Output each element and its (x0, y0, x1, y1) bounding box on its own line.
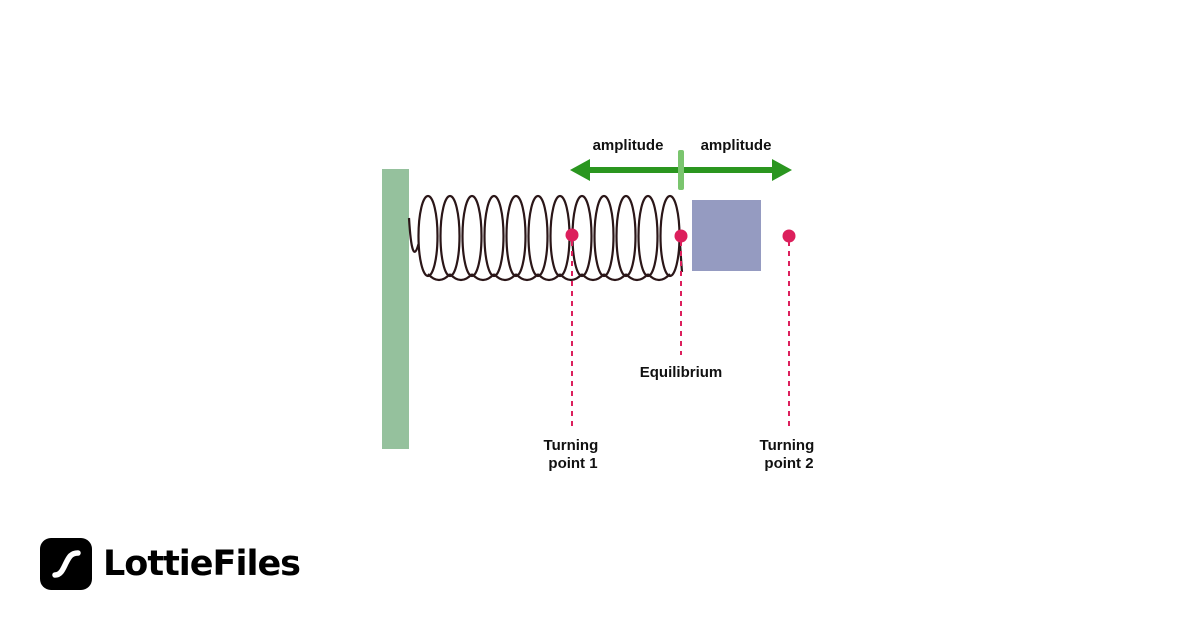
position-guides (571, 241, 790, 431)
turning-point-2-label-line2: point 2 (764, 455, 813, 472)
amplitude-right-label: amplitude (701, 137, 772, 154)
lottie-logo-icon (40, 538, 92, 590)
equilibrium-tick (678, 150, 684, 190)
wall (382, 169, 409, 449)
turning-point-1-label-line1: Turning (544, 437, 599, 454)
turning-point-1-label-line2: point 1 (548, 455, 597, 472)
spring-loop (505, 194, 527, 278)
turning-point-2-label: Turning point 2 (760, 437, 819, 472)
lottiefiles-brand: LottieFiles (40, 538, 301, 590)
spring-loop (461, 194, 483, 278)
spring-loop (439, 194, 461, 278)
spring-loop (637, 194, 659, 278)
arrow-head-right-icon (772, 159, 792, 181)
spring-loop (615, 194, 637, 278)
spring-loop (483, 194, 505, 278)
arrow-head-left-icon (570, 159, 590, 181)
spring-wall-attachment (407, 217, 420, 253)
equilibrium-label: Equilibrium (640, 364, 723, 381)
spring-loop (417, 194, 439, 278)
amplitude-left-label: amplitude (593, 137, 664, 154)
spring-loop (593, 194, 615, 278)
mass-block (692, 200, 761, 271)
position-markers (565, 228, 796, 243)
spring-coil (407, 194, 684, 282)
brand-name: LottieFiles (103, 544, 301, 584)
turning-point-2-label-line1: Turning (760, 437, 815, 454)
equilibrium-marker (674, 229, 688, 243)
turning-point-1-marker (565, 228, 579, 242)
turning-point-2-marker (782, 229, 796, 243)
turning-point-1-label: Turning point 1 (544, 437, 603, 472)
spring-loop (527, 194, 549, 278)
